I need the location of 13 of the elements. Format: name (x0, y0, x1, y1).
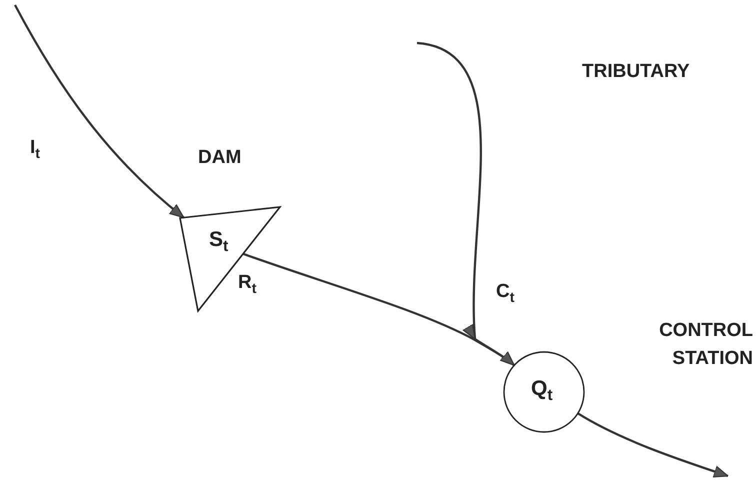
dam-triangle (176, 204, 284, 314)
edge-label: R$_{t}$ (238, 273, 256, 298)
node-caption: DAM (198, 148, 242, 169)
edge-label: C$_{t}$ (496, 282, 514, 306)
variable-label: S$_{t}$ (209, 228, 228, 256)
node-caption: CONTROL STATION (658, 319, 753, 371)
edge-label: I$_{t}$ (30, 138, 40, 162)
flow-arrow (416, 42, 515, 366)
variable-label: Q$_{t}$ (531, 377, 553, 406)
station-ellipse (502, 350, 586, 434)
flow-arrow (14, 4, 184, 218)
flow-arrow (577, 412, 729, 478)
river-label: TRIBUTARY (582, 62, 690, 83)
